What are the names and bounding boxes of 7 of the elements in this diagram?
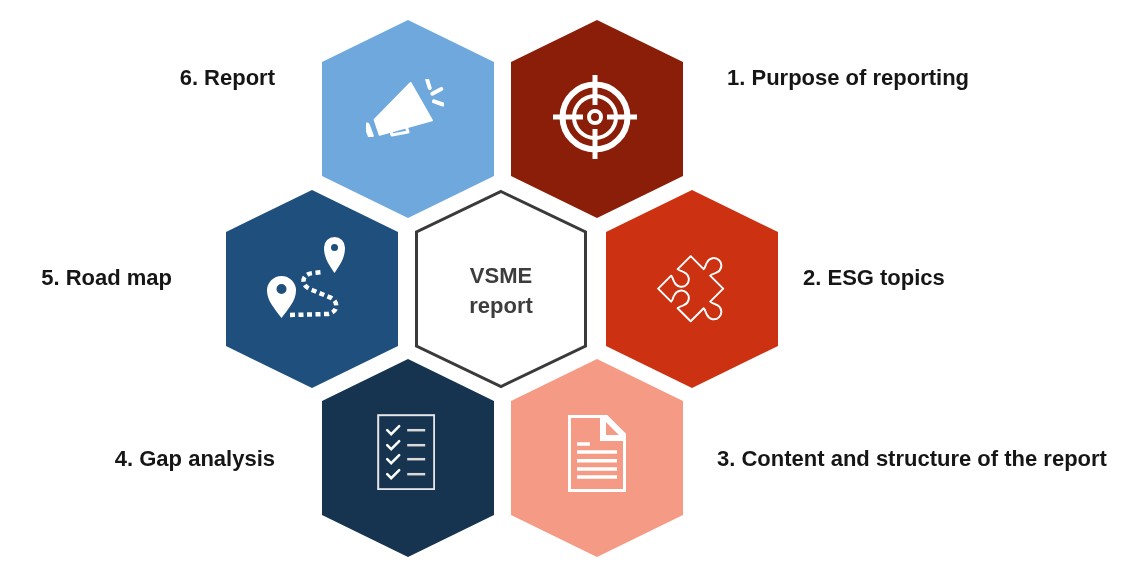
- step-label: 5. Road map: [41, 264, 172, 292]
- step-label: 6. Report: [179, 64, 275, 92]
- step-label: 3. Content and structure of the report: [717, 445, 1107, 473]
- center-label: VSME report: [468, 262, 534, 320]
- step-label: 4. Gap analysis: [114, 445, 275, 473]
- step-label: 1. Purpose of reporting: [727, 64, 970, 92]
- step-label: 2. ESG topics: [803, 264, 945, 292]
